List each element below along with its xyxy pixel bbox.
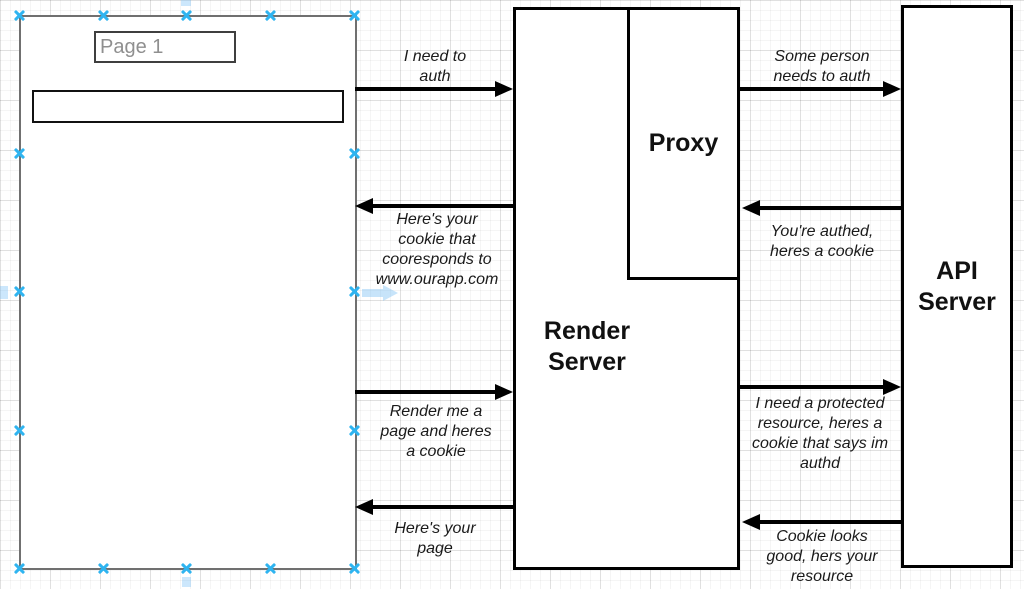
- selection-handle[interactable]: [13, 9, 26, 22]
- selection-handle[interactable]: [13, 285, 26, 298]
- selection-handle[interactable]: [13, 147, 26, 160]
- selection-handle[interactable]: [348, 9, 361, 22]
- proxy-label: Proxy: [648, 129, 719, 157]
- arrow-render-request[interactable]: [355, 384, 513, 400]
- selection-handle[interactable]: [180, 562, 193, 575]
- msg-render-request: Render me a page and heres a cookie: [380, 403, 492, 460]
- arrow-authed-response[interactable]: [742, 200, 901, 216]
- msg-resource-response: Cookie looks good, hers your resource: [766, 528, 878, 585]
- msg-proxy-auth-request: Some person needs to auth: [773, 48, 871, 85]
- browser-title-box[interactable]: Page 1: [94, 31, 236, 63]
- msg-auth-request: I need to auth: [403, 48, 467, 85]
- proxy-box[interactable]: Proxy: [627, 7, 740, 280]
- selection-handle[interactable]: [13, 424, 26, 437]
- render-server-label: Render Server: [543, 317, 631, 376]
- selection-artifact: [182, 577, 191, 587]
- selection-handle[interactable]: [264, 9, 277, 22]
- arrow-page-response[interactable]: [355, 499, 513, 515]
- msg-cookie-response: Here's your cookie that cooresponds to w…: [375, 211, 499, 288]
- api-server-box[interactable]: API Server: [901, 5, 1013, 568]
- ghost-cursor-arrow-icon: [362, 285, 398, 301]
- arrow-resource-request[interactable]: [740, 379, 901, 395]
- selection-handle[interactable]: [97, 9, 110, 22]
- selection-handle[interactable]: [180, 9, 193, 22]
- selection-artifact: [181, 0, 191, 6]
- browser-address-bar[interactable]: [32, 90, 344, 123]
- selection-handle[interactable]: [348, 147, 361, 160]
- selection-handle[interactable]: [264, 562, 277, 575]
- selection-handle[interactable]: [97, 562, 110, 575]
- api-server-label: API Server: [918, 256, 996, 316]
- msg-authed-response: You're authed, heres a cookie: [769, 223, 875, 260]
- page-title: Page 1: [100, 36, 164, 58]
- selection-handle[interactable]: [348, 562, 361, 575]
- selection-artifact: [0, 286, 8, 299]
- msg-page-response: Here's your page: [394, 520, 476, 557]
- msg-resource-request: I need a protected resource, heres a coo…: [751, 395, 889, 472]
- selection-handle[interactable]: [13, 562, 26, 575]
